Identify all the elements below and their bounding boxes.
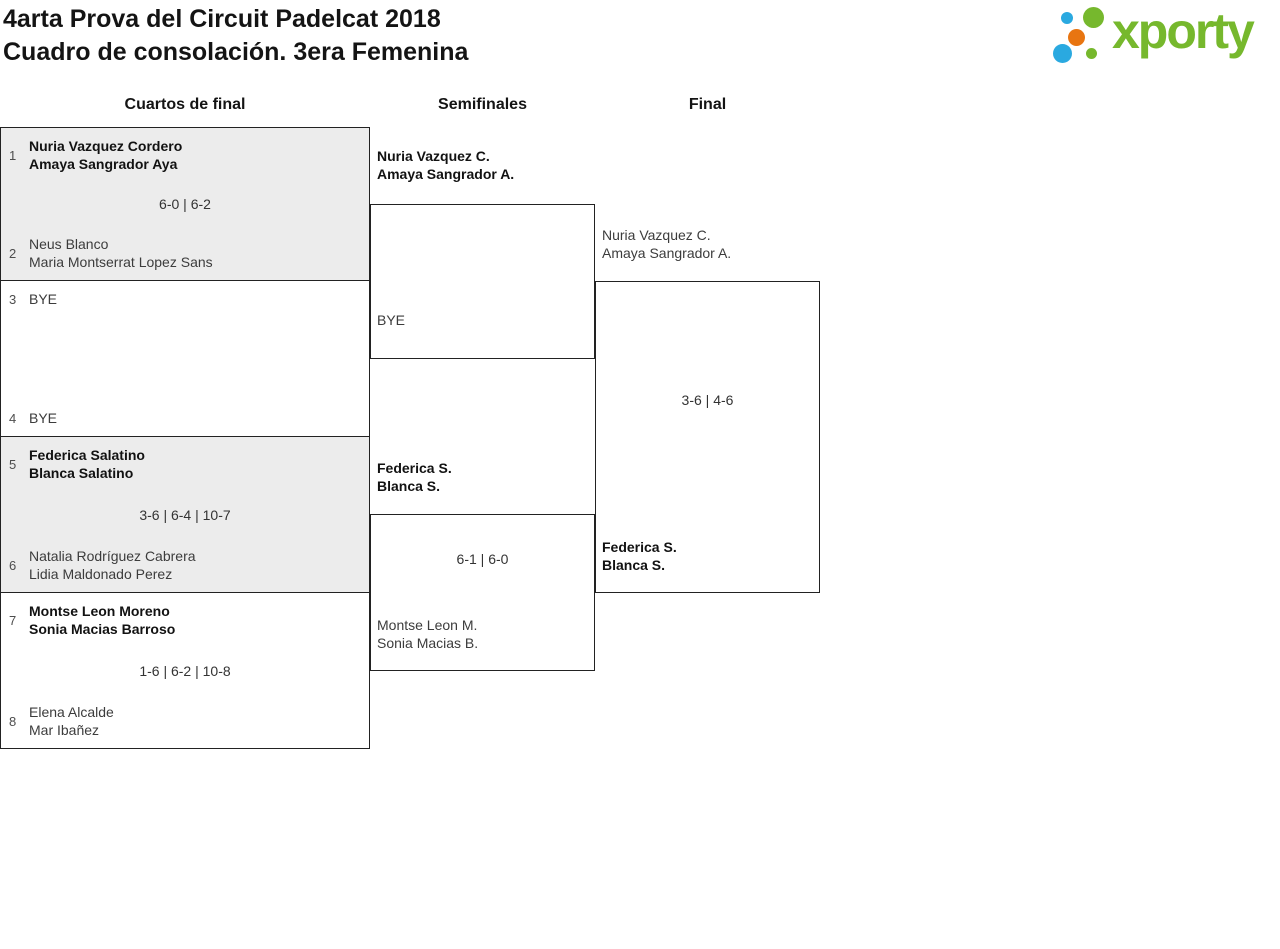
- final-match-box: 3-6 | 4-6: [595, 281, 820, 593]
- logo-dot-orange-icon: [1068, 29, 1085, 46]
- sf1-team-top: Nuria Vazquez C. Amaya Sangrador A.: [377, 148, 515, 182]
- sf2-score: 6-1 | 6-0: [456, 551, 509, 567]
- qf2-team-bottom: 4 BYE: [1, 409, 369, 427]
- qf2-team-top: 3 BYE: [1, 290, 369, 308]
- qf-match-2: 3 BYE 4 BYE: [0, 280, 370, 437]
- qf3-score: 3-6 | 6-4 | 10-7: [139, 506, 231, 523]
- seed-number: 7: [9, 612, 17, 628]
- seed-number: 3: [9, 291, 17, 307]
- team-name: Federica Salatino Blanca Salatino: [29, 447, 145, 481]
- team-name: Montse Leon Moreno Sonia Macias Barroso: [29, 603, 176, 637]
- team-name: Natalia Rodríguez Cabrera Lidia Maldonad…: [29, 548, 196, 582]
- qf3-team-bottom: 6 Natalia Rodríguez Cabrera Lidia Maldon…: [1, 547, 369, 583]
- qf1-team-top: 1 Nuria Vazquez Cordero Amaya Sangrador …: [1, 137, 369, 173]
- logo-wordmark: xporty: [1112, 3, 1255, 59]
- qf-match-3: 5 Federica Salatino Blanca Salatino 3-6 …: [0, 436, 370, 593]
- qf4-team-bottom: 8 Elena Alcalde Mar Ibañez: [1, 703, 369, 739]
- final-team-bottom: Federica S. Blanca S.: [602, 539, 677, 573]
- round-header-final: Final: [688, 96, 727, 113]
- sf-match-1-box: [370, 204, 595, 359]
- xporty-logo[interactable]: xporty: [1050, 3, 1280, 74]
- seed-number: 4: [9, 410, 17, 426]
- logo-dot-green-large-icon: [1083, 7, 1104, 28]
- team-name: Neus Blanco Maria Montserrat Lopez Sans: [29, 236, 213, 270]
- logo-dot-green-small-icon: [1086, 48, 1097, 59]
- team-name: BYE: [29, 410, 58, 426]
- qf3-team-top: 5 Federica Salatino Blanca Salatino: [1, 446, 369, 482]
- qf-match-4: 7 Montse Leon Moreno Sonia Macias Barros…: [0, 592, 370, 749]
- seed-number: 5: [9, 456, 17, 472]
- qf-match-1: 1 Nuria Vazquez Cordero Amaya Sangrador …: [0, 127, 370, 281]
- final-team-top: Nuria Vazquez C. Amaya Sangrador A.: [602, 227, 732, 261]
- seed-number: 8: [9, 713, 17, 729]
- tournament-title: 4arta Prova del Circuit Padelcat 2018: [3, 5, 441, 33]
- seed-number: 6: [9, 557, 17, 573]
- team-name: BYE: [29, 291, 58, 307]
- seed-number: 1: [9, 147, 17, 163]
- qf4-score: 1-6 | 6-2 | 10-8: [139, 662, 231, 679]
- team-name: Elena Alcalde Mar Ibañez: [29, 704, 114, 738]
- qf1-team-bottom: 2 Neus Blanco Maria Montserrat Lopez San…: [1, 235, 369, 271]
- page-title: 4arta Prova del Circuit Padelcat 2018 Cu…: [3, 3, 468, 69]
- final-score: 3-6 | 4-6: [681, 392, 734, 408]
- qf4-team-top: 7 Montse Leon Moreno Sonia Macias Barros…: [1, 602, 369, 638]
- draw-subtitle: Cuadro de consolación. 3era Femenina: [3, 38, 469, 66]
- qf1-score: 6-0 | 6-2: [159, 196, 211, 212]
- round-header-quarterfinals: Cuartos de final: [124, 96, 246, 113]
- logo-dot-blue-top-icon: [1061, 12, 1073, 24]
- logo-dot-blue-bottom-icon: [1053, 44, 1072, 63]
- team-name: Nuria Vazquez Cordero Amaya Sangrador Ay…: [29, 138, 183, 172]
- sf2-team-bottom: Montse Leon M. Sonia Macias B.: [377, 617, 479, 651]
- sf2-team-top: Federica S. Blanca S.: [377, 460, 452, 494]
- seed-number: 2: [9, 245, 17, 261]
- sf-match-2-box: 6-1 | 6-0: [370, 514, 595, 671]
- sf1-team-bottom: BYE: [377, 312, 406, 328]
- round-header-semifinals: Semifinales: [438, 96, 527, 113]
